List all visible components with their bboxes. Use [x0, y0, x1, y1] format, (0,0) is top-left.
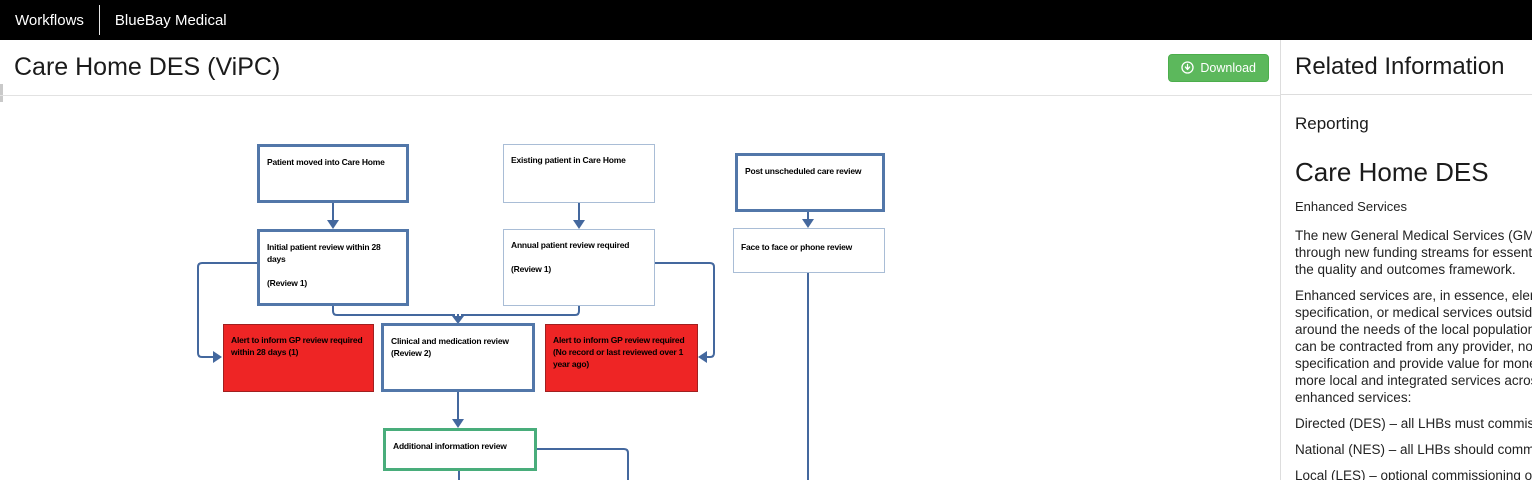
- node-annual-review: Annual patient review required (Review 1…: [503, 229, 655, 306]
- text-line: Enhanced services are, in essence, eleme: [1295, 288, 1532, 303]
- download-circle-icon: [1181, 61, 1195, 74]
- text-line: can be contracted from any provider, not…: [1295, 339, 1532, 354]
- node-initial-review: Initial patient review within 28 days (R…: [257, 229, 409, 306]
- related-info-title: Related Information: [1295, 53, 1505, 80]
- paragraph: Local (LES) – optional commissioning of …: [1295, 467, 1532, 480]
- page-header: Care Home DES (ViPC) Download: [0, 40, 1281, 96]
- nav-practice-link[interactable]: BlueBay Medical: [114, 11, 227, 29]
- node-clinical-review: Clinical and medication review (Review 2…: [381, 323, 535, 392]
- node-patient-moved: Patient moved into Care Home: [257, 144, 409, 203]
- page-title: Care Home DES (ViPC): [14, 53, 281, 81]
- node-alert-gp-review: Alert to inform GP review required (No r…: [545, 324, 698, 392]
- paragraph: National (NES) – all LHBs should commiss: [1295, 441, 1532, 458]
- arrowhead: [698, 351, 707, 363]
- edge-initial-to-clinical: [332, 306, 455, 316]
- paragraph: Directed (DES) – all LHBs must commissio: [1295, 415, 1532, 432]
- text-line: specification and provide value for mone…: [1295, 356, 1532, 371]
- text-line: around the needs of the local population…: [1295, 322, 1532, 337]
- main-content: Care Home DES (ViPC) Download: [0, 40, 1281, 480]
- nav-divider: [98, 5, 100, 35]
- arrowhead: [327, 220, 339, 229]
- download-button[interactable]: Download: [1168, 53, 1269, 82]
- text-line: more local and integrated services acros…: [1295, 373, 1532, 388]
- article-subheading: Enhanced Services: [1295, 199, 1408, 214]
- article-heading: Care Home DES: [1295, 157, 1489, 187]
- related-info-panel: Related Information Reporting Care Home …: [1280, 40, 1532, 480]
- arrowhead: [213, 351, 222, 363]
- text-line: Directed (DES) – all LHBs must commissio: [1295, 416, 1532, 431]
- node-existing-patient: Existing patient in Care Home: [503, 144, 655, 203]
- workflow-diagram: Patient moved into Care Home Existing pa…: [0, 136, 1281, 480]
- paragraph: Enhanced services are, in essence, eleme…: [1295, 287, 1532, 406]
- nav-workflows-link[interactable]: Workflows: [15, 11, 84, 29]
- node-additional-info: Additional information review: [383, 428, 537, 471]
- reporting-link[interactable]: Reporting: [1295, 114, 1369, 133]
- arrowhead: [452, 419, 464, 428]
- text-line: enhanced services:: [1295, 390, 1412, 405]
- text-line: specification, or medical services outsi…: [1295, 305, 1532, 320]
- related-info-header: Related Information: [1281, 40, 1532, 95]
- vertical-scrollbar[interactable]: [0, 84, 3, 102]
- paragraph: The new General Medical Services (GMS) t…: [1295, 227, 1532, 278]
- download-label: Download: [1200, 60, 1256, 75]
- text-line: through new funding streams for essentia…: [1295, 245, 1532, 260]
- text-line: Local (LES) – optional commissioning of …: [1295, 468, 1532, 480]
- node-alert-28-days: Alert to inform GP review required withi…: [223, 324, 374, 392]
- node-post-unscheduled: Post unscheduled care review: [735, 153, 885, 212]
- text-line: The new General Medical Services (GMS): [1295, 228, 1532, 243]
- text-line: National (NES) – all LHBs should commiss: [1295, 442, 1532, 457]
- edge-additional-to-eol: [537, 448, 629, 480]
- arrowhead: [802, 219, 814, 228]
- top-nav-bar: Workflows BlueBay Medical: [0, 0, 1532, 40]
- care-home-des-article: Care Home DES Enhanced Services The new …: [1281, 151, 1532, 480]
- node-face-to-face: Face to face or phone review: [733, 228, 885, 273]
- arrowhead: [573, 220, 585, 229]
- edge-annual-to-clinical: [461, 306, 580, 316]
- text-line: the quality and outcomes framework.: [1295, 262, 1516, 277]
